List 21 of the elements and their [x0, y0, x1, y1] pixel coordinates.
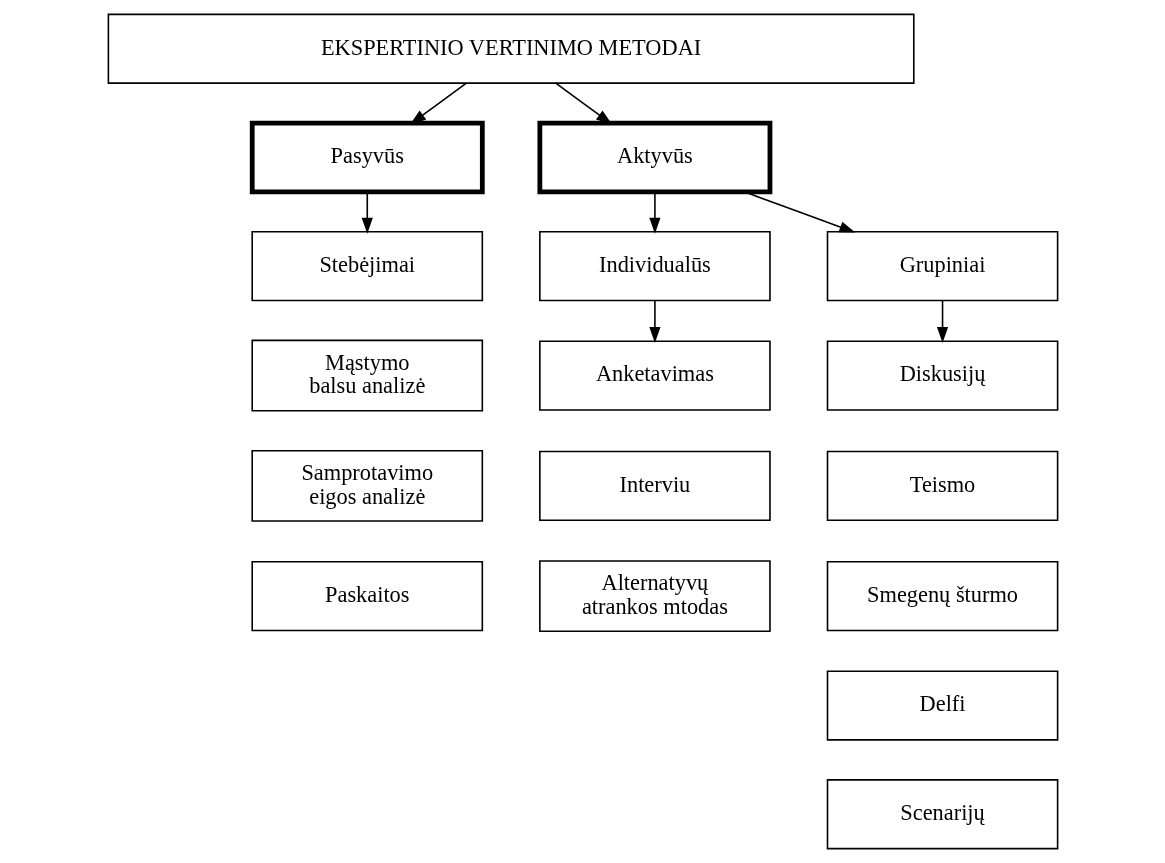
node-box: Teismo: [826, 450, 1058, 521]
arrow: [936, 299, 948, 343]
node-box: Stebėjimai: [250, 230, 483, 302]
arrow: [648, 299, 660, 343]
arrow: [361, 191, 373, 234]
node-box: Mąstymo balsu analizė: [250, 339, 483, 412]
node-box: Interviu: [538, 450, 771, 521]
node-box: Smegenų šturmo: [826, 560, 1058, 632]
node-box: Paskaitos: [250, 560, 483, 632]
node-box: Diskusijų: [826, 340, 1058, 411]
node-box: Anketavimas: [538, 340, 771, 411]
node-box: Pasyvūs: [249, 120, 485, 195]
arrow: [648, 191, 660, 234]
node-box: Scenarijų: [826, 779, 1058, 850]
node-box: Alternatyvų atrankos mtodas: [538, 560, 771, 633]
node-box: EKSPERTINIO VERTINIMO METODAI: [107, 13, 915, 84]
node-box: Aktyvūs: [536, 120, 772, 195]
node-box: Individualūs: [538, 230, 771, 302]
node-box: Grupiniai: [826, 230, 1058, 302]
node-box: Delfi: [826, 670, 1058, 741]
node-box: Samprotavimo eigos analizė: [250, 449, 483, 522]
